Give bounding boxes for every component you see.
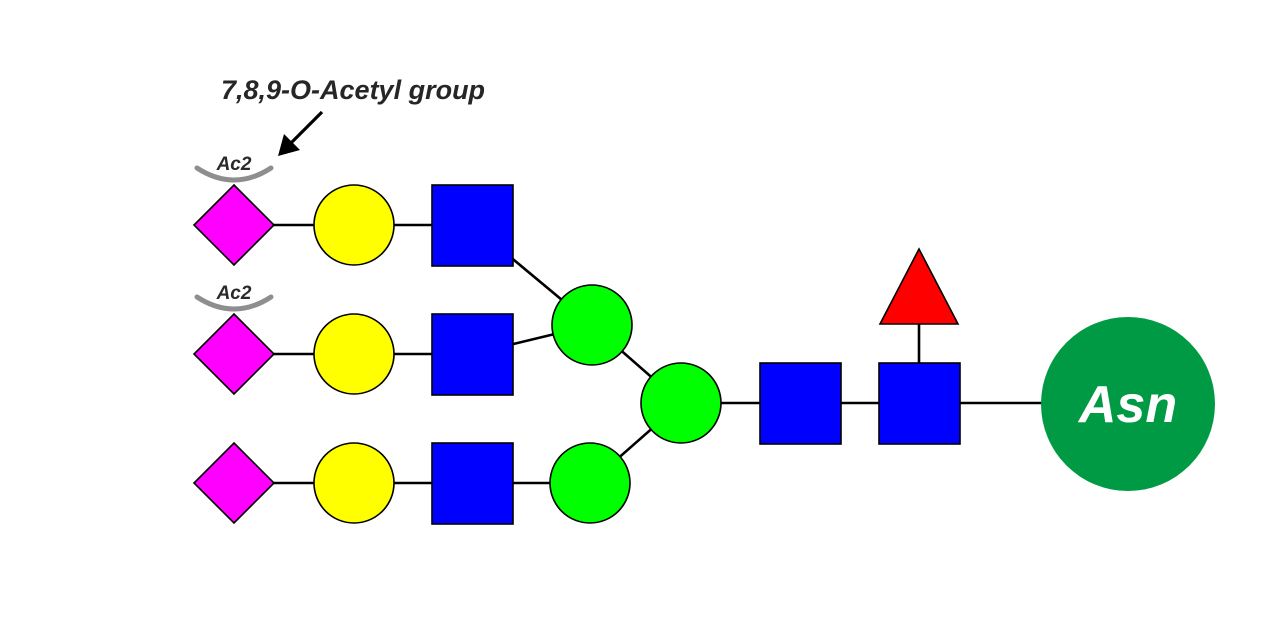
glcnac-square-icon <box>431 184 514 267</box>
glcnac-square-icon <box>878 362 961 445</box>
sialic-acid-diamond-icon <box>192 183 276 267</box>
acetyl-badge: Ac2 <box>194 283 274 312</box>
galactose-circle-icon <box>313 313 395 395</box>
annotation-arrow-icon <box>278 110 324 156</box>
glcnac-square-icon <box>759 362 842 445</box>
acetyl-badge: Ac2 <box>194 154 274 183</box>
sialic-acid-diamond-icon <box>192 312 276 396</box>
sialic-acid-diamond-icon <box>192 441 276 525</box>
acetyl-annotation-label: 7,8,9-O-Acetyl group <box>221 75 485 105</box>
glcnac-square-icon <box>431 313 514 396</box>
acetyl-badge-label: Ac2 <box>216 154 252 175</box>
mannose-circle-icon <box>551 284 633 366</box>
mannose-circle-icon <box>549 442 631 524</box>
galactose-circle-icon <box>313 442 395 524</box>
asn-label: Asn <box>1077 376 1177 434</box>
glcnac-square-icon <box>431 442 514 525</box>
mannose-circle-icon <box>640 362 722 444</box>
asn-circle-icon <box>1041 317 1215 491</box>
acetyl-badge-label: Ac2 <box>216 283 252 304</box>
fucose-triangle-icon <box>878 247 960 325</box>
galactose-circle-icon <box>313 184 395 266</box>
